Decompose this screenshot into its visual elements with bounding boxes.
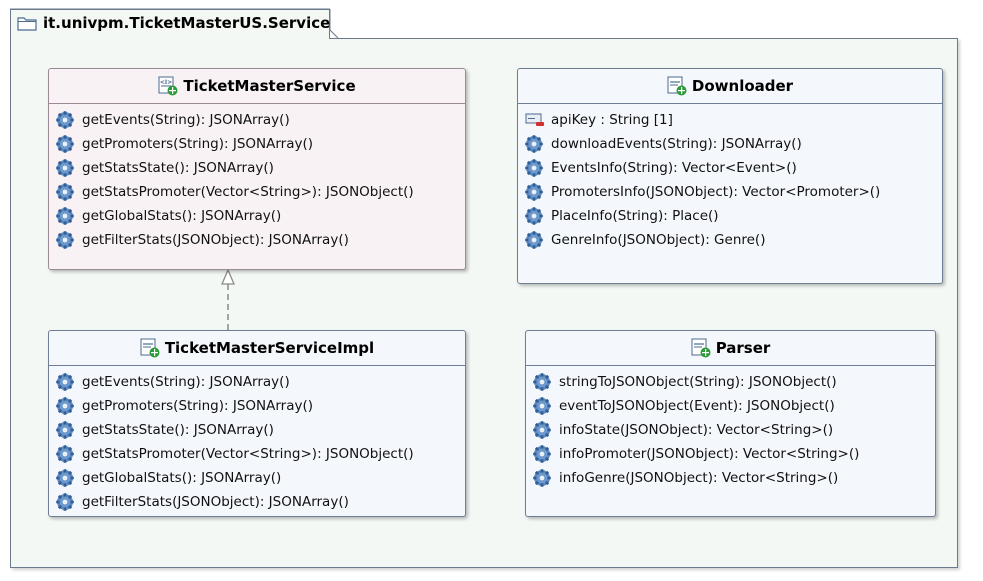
- realization-arrowhead: [221, 268, 235, 285]
- operation-label: getPromoters(String): JSONArray(): [82, 136, 314, 152]
- class-box-parser[interactable]: Parser stringToJSONObject(String): JSONO…: [525, 330, 936, 517]
- class-header[interactable]: TicketMasterServiceImpl: [49, 331, 465, 366]
- operation-item[interactable]: GenreInfo(JSONObject): Genre(): [518, 228, 942, 252]
- gear-icon: [525, 207, 543, 225]
- gear-icon: [533, 373, 551, 391]
- operation-label: stringToJSONObject(String): JSONObject(): [559, 374, 837, 390]
- gear-icon: [533, 421, 551, 439]
- operation-item[interactable]: stringToJSONObject(String): JSONObject(): [526, 370, 935, 394]
- gear-icon: [56, 469, 74, 487]
- gear-icon: [525, 135, 543, 153]
- operation-label: getEvents(String): JSONArray(): [82, 112, 290, 128]
- operations-compartment: getEvents(String): JSONArray() getPromot…: [49, 366, 465, 514]
- operation-item[interactable]: eventToJSONObject(Event): JSONObject(): [526, 394, 935, 418]
- operation-item[interactable]: getFilterStats(JSONObject): JSONArray(): [49, 228, 465, 252]
- operation-item[interactable]: getPromoters(String): JSONArray(): [49, 132, 465, 156]
- interface-icon: [158, 76, 178, 96]
- operation-label: PromotersInfo(JSONObject): Vector<Promot…: [551, 184, 881, 200]
- operation-item[interactable]: PromotersInfo(JSONObject): Vector<Promot…: [518, 180, 942, 204]
- operation-item[interactable]: EventsInfo(String): Vector<Event>(): [518, 156, 942, 180]
- operation-label: GenreInfo(JSONObject): Genre(): [551, 232, 766, 248]
- operation-item[interactable]: infoState(JSONObject): Vector<String>(): [526, 418, 935, 442]
- operation-item[interactable]: infoPromoter(JSONObject): Vector<String>…: [526, 442, 935, 466]
- operation-label: getStatsPromoter(Vector<String>): JSONOb…: [82, 446, 414, 462]
- class-icon: [691, 338, 711, 358]
- class-icon: [140, 338, 160, 358]
- gear-icon: [533, 469, 551, 487]
- attribute-item[interactable]: apiKey : String [1]: [518, 108, 942, 132]
- class-box-ticket-master-service[interactable]: TicketMasterService getEvents(String): J…: [48, 68, 466, 270]
- operation-item[interactable]: getGlobalStats(): JSONArray(): [49, 466, 465, 490]
- operations-compartment: getEvents(String): JSONArray() getPromot…: [49, 104, 465, 252]
- operation-label: getPromoters(String): JSONArray(): [82, 398, 314, 414]
- class-box-ticket-master-service-impl[interactable]: TicketMasterServiceImpl getEvents(String…: [48, 330, 466, 517]
- operation-item[interactable]: getStatsPromoter(Vector<String>): JSONOb…: [49, 180, 465, 204]
- operation-label: getFilterStats(JSONObject): JSONArray(): [82, 232, 349, 248]
- class-header[interactable]: Downloader: [518, 69, 942, 104]
- operation-label: getStatsState(): JSONArray(): [82, 160, 274, 176]
- gear-icon: [56, 183, 74, 201]
- operation-label: getStatsPromoter(Vector<String>): JSONOb…: [82, 184, 414, 200]
- gear-icon: [525, 231, 543, 249]
- operation-label: getEvents(String): JSONArray(): [82, 374, 290, 390]
- gear-icon: [56, 207, 74, 225]
- operation-item[interactable]: getStatsState(): JSONArray(): [49, 418, 465, 442]
- package-folder-icon: [17, 15, 37, 31]
- gear-icon: [56, 493, 74, 511]
- operation-item[interactable]: getPromoters(String): JSONArray(): [49, 394, 465, 418]
- class-box-downloader[interactable]: Downloader apiKey : String [1] downloadE…: [517, 68, 943, 284]
- operation-label: infoState(JSONObject): Vector<String>(): [559, 422, 834, 438]
- class-name: TicketMasterService: [183, 77, 356, 95]
- operation-label: EventsInfo(String): Vector<Event>(): [551, 160, 797, 176]
- operation-item[interactable]: getStatsPromoter(Vector<String>): JSONOb…: [49, 442, 465, 466]
- operation-item[interactable]: getFilterStats(JSONObject): JSONArray(): [49, 490, 465, 514]
- operation-label: getGlobalStats(): JSONArray(): [82, 470, 282, 486]
- operation-label: getStatsState(): JSONArray(): [82, 422, 274, 438]
- gear-icon: [56, 231, 74, 249]
- gear-icon: [525, 183, 543, 201]
- gear-icon: [56, 111, 74, 129]
- operation-label: eventToJSONObject(Event): JSONObject(): [559, 398, 835, 414]
- class-header[interactable]: TicketMasterService: [49, 69, 465, 104]
- package-name: it.univpm.TicketMasterUS.Service: [43, 14, 331, 32]
- operation-label: downloadEvents(String): JSONArray(): [551, 136, 802, 152]
- operation-label: getGlobalStats(): JSONArray(): [82, 208, 282, 224]
- package-tab: [10, 9, 330, 39]
- class-name: Parser: [715, 339, 771, 357]
- class-header[interactable]: Parser: [526, 331, 935, 366]
- operation-label: getFilterStats(JSONObject): JSONArray(): [82, 494, 349, 510]
- operation-item[interactable]: getEvents(String): JSONArray(): [49, 108, 465, 132]
- operation-item[interactable]: PlaceInfo(String): Place(): [518, 204, 942, 228]
- class-name: Downloader: [691, 77, 794, 95]
- operation-item[interactable]: getStatsState(): JSONArray(): [49, 156, 465, 180]
- class-name: TicketMasterServiceImpl: [164, 339, 375, 357]
- attribute-label: apiKey : String [1]: [551, 112, 673, 128]
- gear-icon: [533, 445, 551, 463]
- gear-icon: [56, 135, 74, 153]
- gear-icon: [525, 159, 543, 177]
- gear-icon: [56, 373, 74, 391]
- operation-label: infoGenre(JSONObject): Vector<String>(): [559, 470, 839, 486]
- package-title[interactable]: it.univpm.TicketMasterUS.Service: [17, 14, 330, 32]
- members-compartment: apiKey : String [1] downloadEvents(Strin…: [518, 104, 942, 252]
- operation-item[interactable]: getGlobalStats(): JSONArray(): [49, 204, 465, 228]
- class-icon: [667, 76, 687, 96]
- operation-label: infoPromoter(JSONObject): Vector<String>…: [559, 446, 860, 462]
- operation-label: PlaceInfo(String): Place(): [551, 208, 719, 224]
- gear-icon: [56, 445, 74, 463]
- gear-icon: [533, 397, 551, 415]
- operation-item[interactable]: infoGenre(JSONObject): Vector<String>(): [526, 466, 935, 490]
- operations-compartment: stringToJSONObject(String): JSONObject()…: [526, 366, 935, 490]
- operation-item[interactable]: getEvents(String): JSONArray(): [49, 370, 465, 394]
- private-attribute-icon: [525, 112, 545, 128]
- gear-icon: [56, 397, 74, 415]
- operation-item[interactable]: downloadEvents(String): JSONArray(): [518, 132, 942, 156]
- gear-icon: [56, 421, 74, 439]
- gear-icon: [56, 159, 74, 177]
